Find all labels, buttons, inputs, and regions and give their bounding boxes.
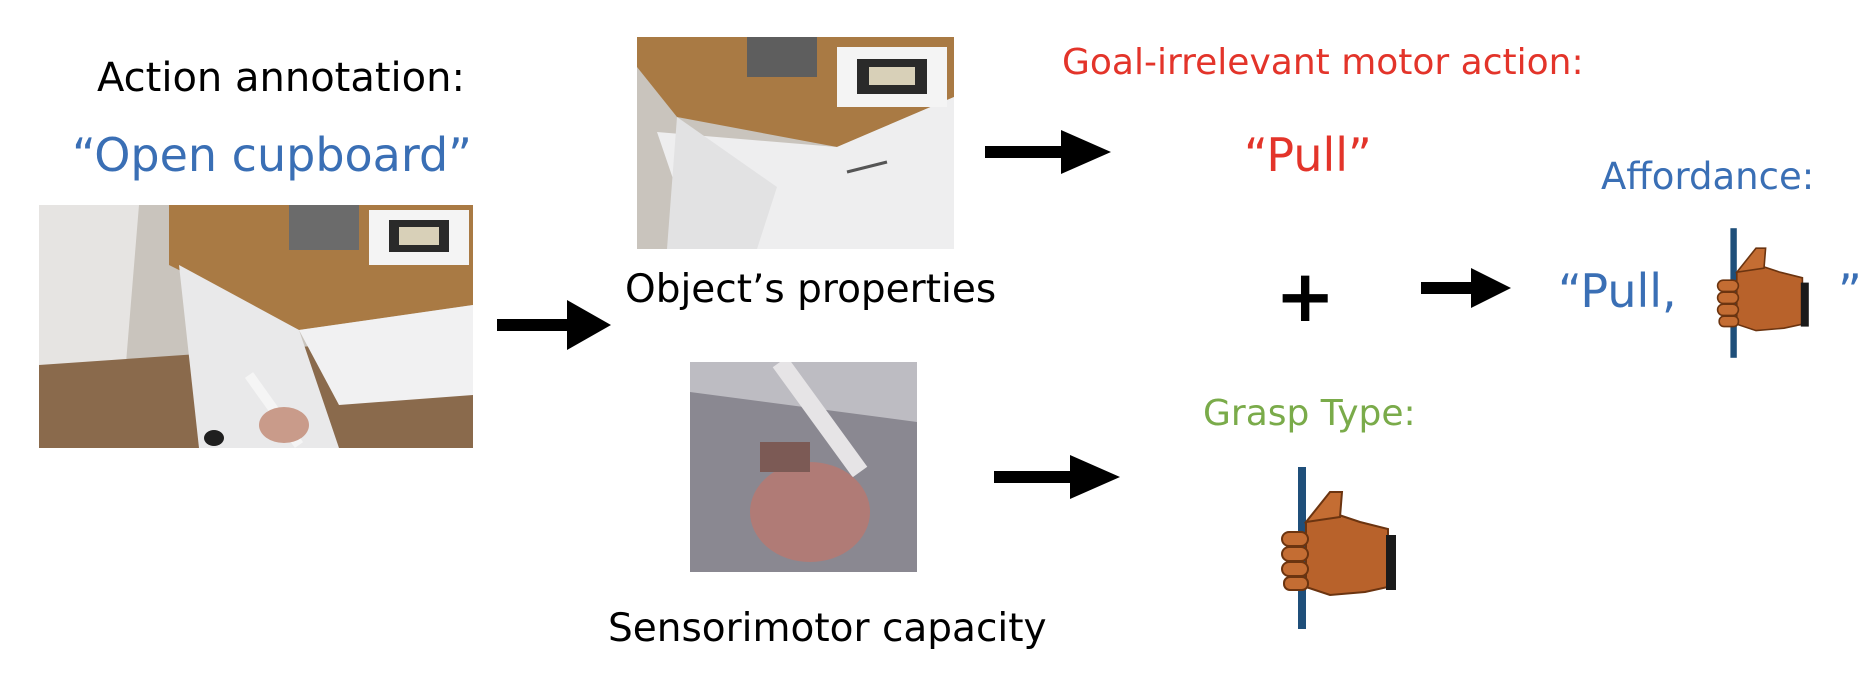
affordance-heading: Affordance: — [1601, 155, 1815, 198]
kitchen-scene-photo — [39, 205, 473, 448]
arrow-sensorimotor-to-grasp — [994, 455, 1120, 499]
sensorimotor-capacity-caption: Sensorimotor capacity — [608, 606, 1047, 651]
action-annotation-quote: “Open cupboard” — [72, 128, 472, 182]
grasp-hand-icon — [1270, 467, 1420, 629]
grasp-type-heading: Grasp Type: — [1203, 393, 1416, 434]
affordance-hand-icon — [1708, 228, 1828, 358]
plus-sign: + — [1275, 254, 1336, 338]
action-annotation-heading: Action annotation: — [97, 55, 465, 101]
hand-closeup-photo — [690, 362, 917, 572]
goal-irrelevant-quote: “Pull” — [1244, 128, 1372, 182]
arrow-object-to-action — [985, 130, 1111, 174]
affordance-quote-close: ” — [1838, 264, 1862, 318]
arrow-left-to-middle — [497, 300, 611, 350]
goal-irrelevant-heading: Goal-irrelevant motor action: — [1062, 42, 1584, 83]
cupboard-object-photo — [637, 37, 954, 249]
affordance-quote-open: “Pull, — [1558, 264, 1677, 318]
object-properties-caption: Object’s properties — [625, 267, 997, 312]
arrow-to-affordance — [1421, 268, 1511, 308]
